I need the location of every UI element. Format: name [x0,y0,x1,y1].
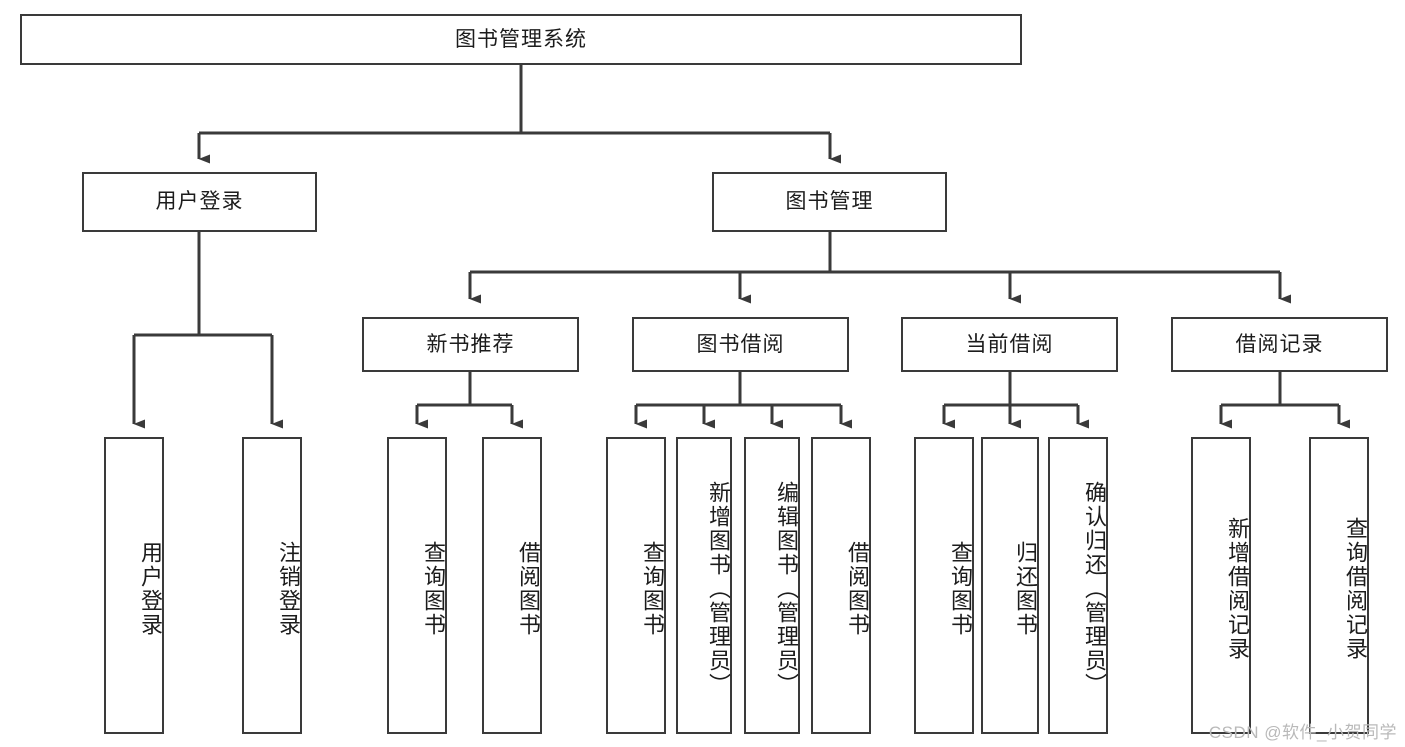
node-leaf-borrow-book-recommend[interactable]: 借阅图书 [482,437,542,734]
node-label: 查询图书 [421,540,446,637]
node-leaf-query-book-borrow[interactable]: 查询图书 [606,437,666,734]
node-label: 编辑图书（管理员） [774,480,799,697]
node-leaf-user-login[interactable]: 用户登录 [104,437,164,734]
node-leaf-query-book-current[interactable]: 查询图书 [914,437,974,734]
node-leaf-add-borrow-record[interactable]: 新增借阅记录 [1191,437,1251,734]
node-book-management[interactable]: 图书管理 [712,172,947,232]
node-label: 注销登录 [276,540,301,637]
node-label: 查询图书 [948,540,973,637]
node-book-borrow[interactable]: 图书借阅 [632,317,849,372]
node-label: 归还图书 [1013,540,1038,637]
node-label: 新书推荐 [426,332,515,356]
node-label: 图书借阅 [696,332,785,356]
node-label: 新增图书（管理员） [706,480,731,697]
node-root-book-management-system[interactable]: 图书管理系统 [20,14,1022,65]
node-label: 新增借阅记录 [1225,516,1250,661]
watermark: CSDN @软件_小贺同学 [1208,723,1397,742]
node-current-borrow[interactable]: 当前借阅 [901,317,1118,372]
node-leaf-borrow-book[interactable]: 借阅图书 [811,437,871,734]
node-label: 查询图书 [640,540,665,637]
node-leaf-return-book[interactable]: 归还图书 [981,437,1039,734]
node-leaf-edit-book-admin[interactable]: 编辑图书（管理员） [744,437,800,734]
node-label: 用户登录 [138,540,163,637]
node-label: 查询借阅记录 [1343,516,1368,661]
node-label: 借阅图书 [845,540,870,637]
node-leaf-query-borrow-record[interactable]: 查询借阅记录 [1309,437,1369,734]
node-user-login[interactable]: 用户登录 [82,172,317,232]
node-label: 当前借阅 [965,332,1054,356]
node-label: 图书管理 [785,190,874,214]
node-leaf-query-book-recommend[interactable]: 查询图书 [387,437,447,734]
node-label: 借阅记录 [1235,332,1324,356]
node-label: 用户登录 [155,190,244,214]
node-leaf-add-book-admin[interactable]: 新增图书（管理员） [676,437,732,734]
node-label: 确认归还（管理员） [1082,480,1107,697]
node-leaf-logout[interactable]: 注销登录 [242,437,302,734]
node-new-book-recommend[interactable]: 新书推荐 [362,317,579,372]
node-leaf-confirm-return-admin[interactable]: 确认归还（管理员） [1048,437,1108,734]
node-borrow-record[interactable]: 借阅记录 [1171,317,1388,372]
node-label: 图书管理系统 [455,27,587,51]
node-label: 借阅图书 [516,540,541,637]
